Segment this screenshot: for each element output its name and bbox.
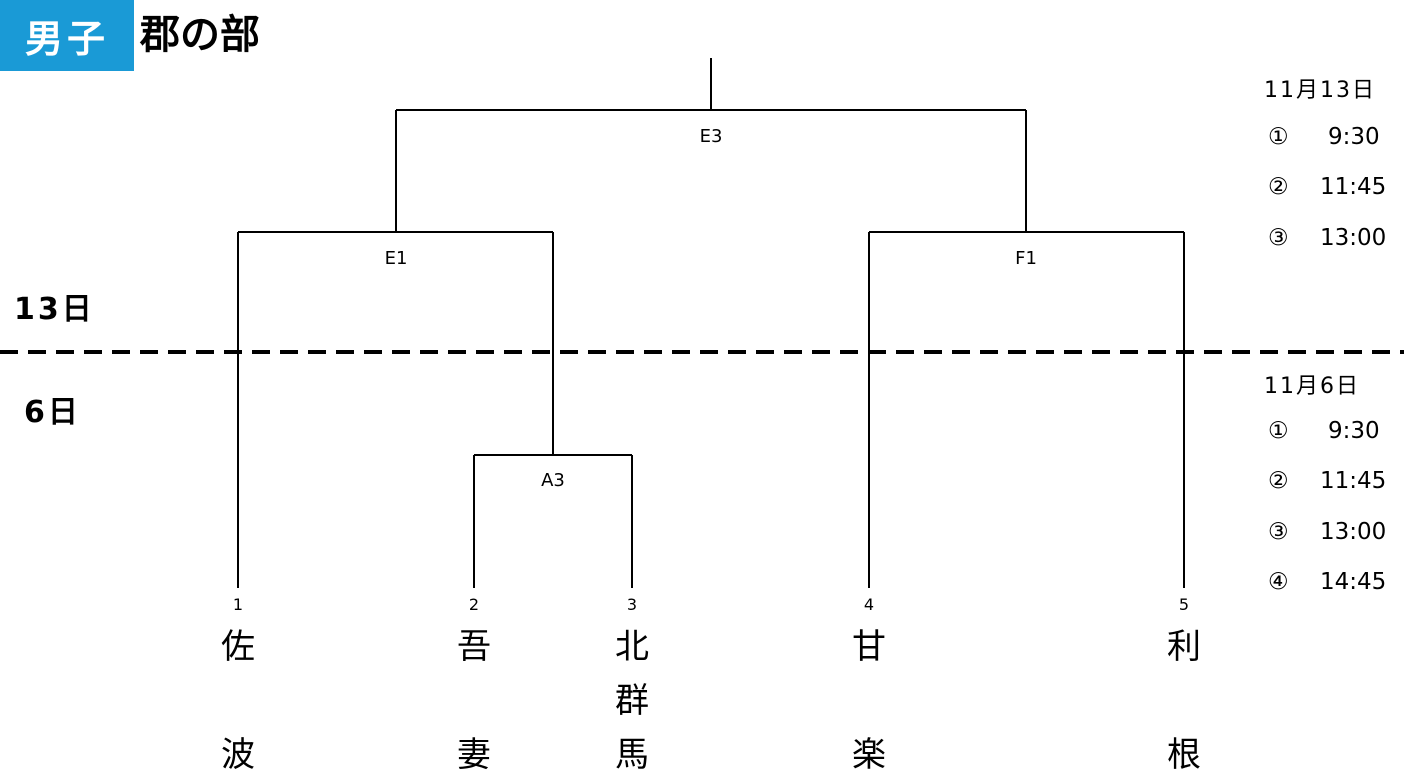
first-round-bracket-line: [473, 454, 633, 588]
team-name-char: 楽: [852, 735, 886, 770]
team-name-char: 波: [221, 735, 255, 770]
slot-time: 13:00: [1320, 519, 1387, 545]
seed-number: 1: [232, 595, 244, 614]
seed-number: 5: [1178, 595, 1190, 614]
semi-right-bracket-line: [868, 231, 1185, 588]
schedule-date: 11月6日: [1264, 374, 1360, 399]
slot-number: ③: [1268, 225, 1289, 251]
team-name-char: 北: [615, 627, 649, 667]
slot-number: ②: [1268, 468, 1289, 494]
slot-number: ③: [1268, 519, 1289, 545]
team-name-char: 甘: [852, 627, 886, 667]
seed-number: 2: [468, 595, 480, 614]
team-name-char: 利: [1167, 627, 1201, 667]
team-name: 甘 楽: [839, 620, 899, 770]
team-name-char: 馬: [615, 735, 649, 770]
match-label-first-round: A3: [541, 470, 565, 491]
page-title: 郡の部: [140, 12, 260, 58]
slot-time: 13:00: [1320, 225, 1387, 251]
team-name: 北 群 馬: [602, 620, 662, 770]
schedule-date: 11月13日: [1264, 78, 1376, 103]
slot-time: 11:45: [1320, 468, 1387, 494]
team-name-char: 根: [1167, 735, 1201, 770]
match-label-semi-left: E1: [384, 248, 408, 269]
seed-number: 3: [626, 595, 638, 614]
slot-time: 9:30: [1328, 418, 1380, 444]
seed-number: 4: [863, 595, 875, 614]
team-name-char: 吾: [457, 627, 491, 667]
slot-number: ①: [1268, 418, 1289, 444]
team-name: 利 根: [1154, 620, 1214, 770]
team-name-char: 佐: [221, 627, 255, 667]
final-bracket-line: [395, 58, 1027, 232]
slot-number: ④: [1268, 569, 1289, 595]
team-name: 吾 妻: [444, 620, 504, 770]
team-name-char: 群: [615, 681, 649, 721]
slot-time: 14:45: [1320, 569, 1387, 595]
match-label-final: E3: [699, 126, 723, 147]
team-name-char: 妻: [457, 735, 491, 770]
slot-time: 9:30: [1328, 124, 1380, 150]
day-label-6: 6日: [24, 395, 81, 430]
slot-number: ②: [1268, 174, 1289, 200]
semi-left-bracket-line: [237, 231, 554, 588]
team-name: 佐 波: [208, 620, 268, 770]
gender-badge: 男子: [0, 0, 134, 71]
match-label-semi-right: F1: [1015, 248, 1037, 269]
slot-time: 11:45: [1320, 174, 1387, 200]
day-label-13: 13日: [14, 292, 95, 327]
slot-number: ①: [1268, 124, 1289, 150]
